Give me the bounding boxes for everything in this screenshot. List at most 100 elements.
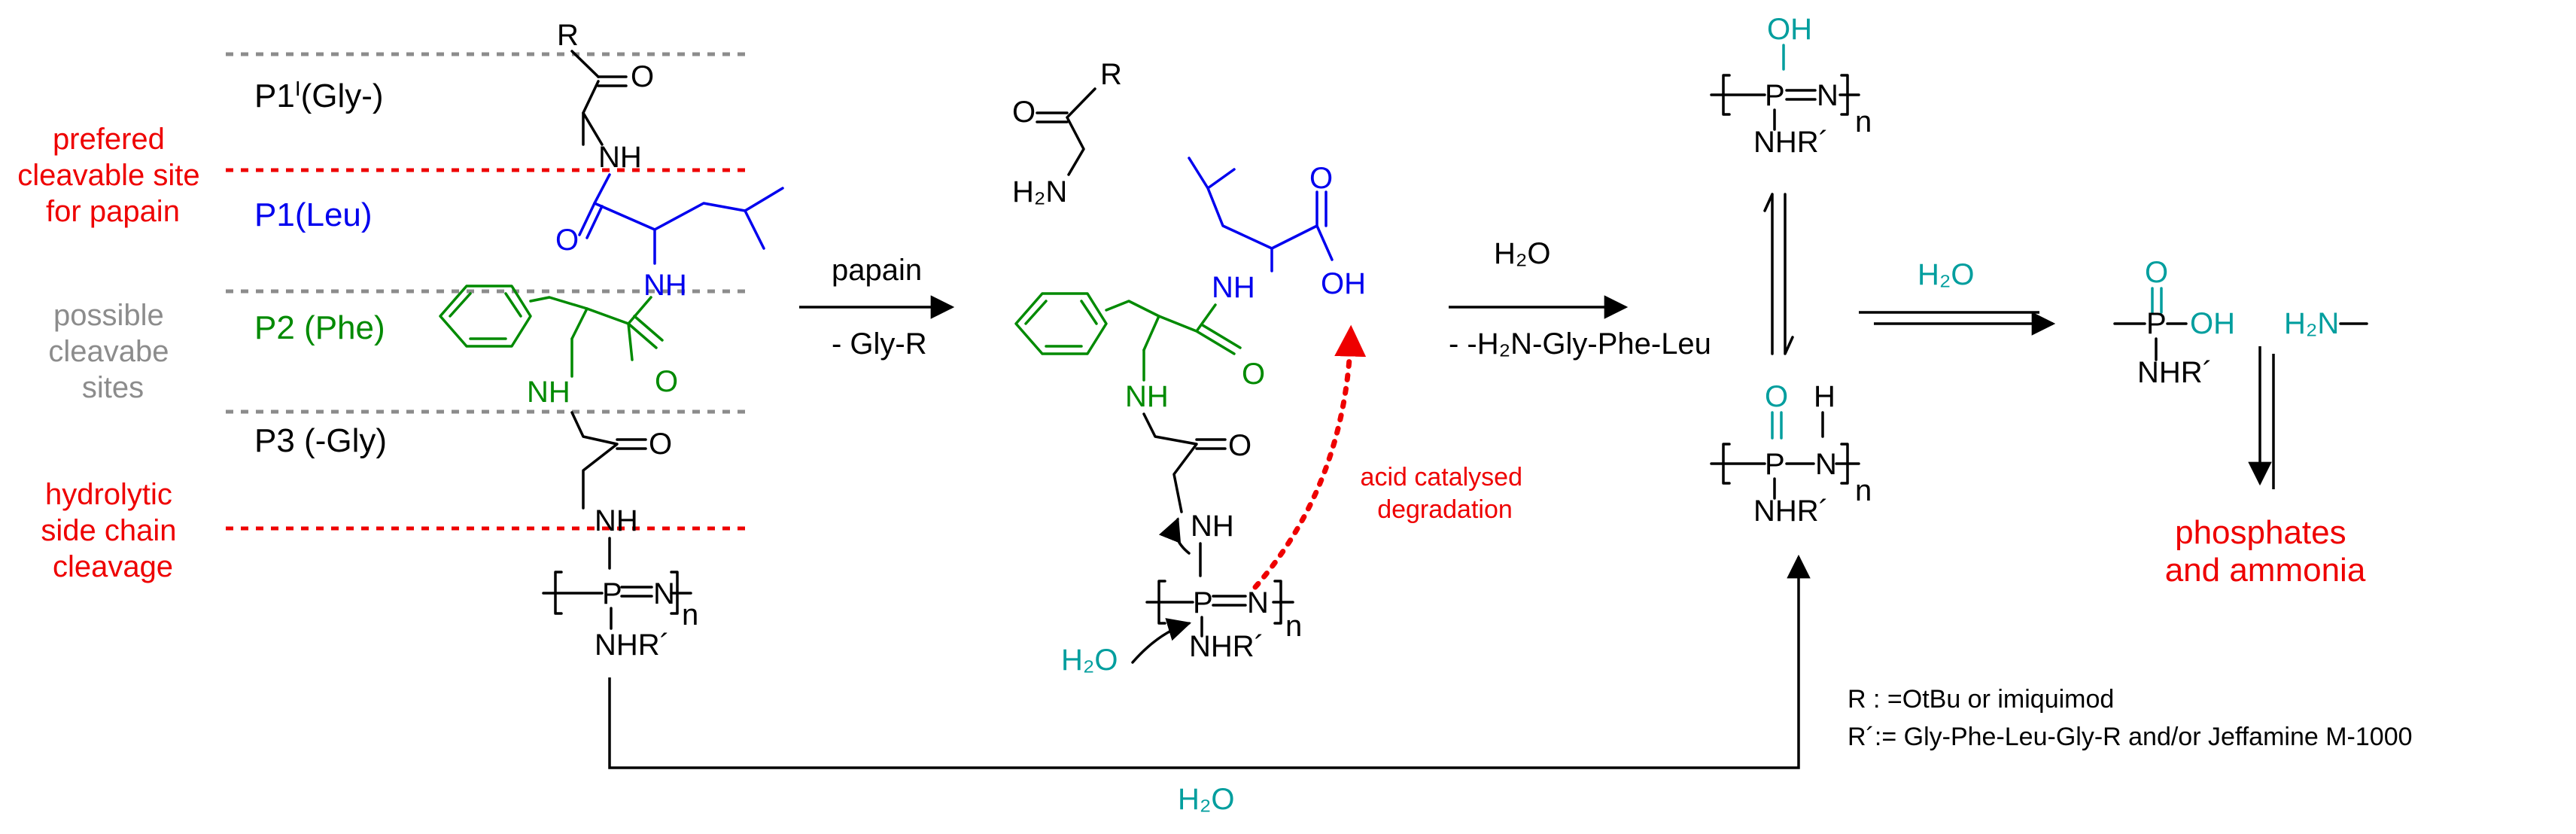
site-label-p2-phe: P2 (Phe): [254, 309, 385, 346]
label-papain: papain: [832, 254, 922, 287]
atom-o-gly2: O: [1228, 429, 1252, 462]
legend-r: R : =OtBu or imiquimod: [1848, 685, 2114, 714]
leu2-acid: [1315, 190, 1334, 261]
atom-nh-gly: NH: [595, 504, 638, 537]
site-label-p3-gly: P3 (-Gly): [254, 422, 387, 459]
phe2-ring-inner: [1024, 300, 1098, 348]
chain-bonds-3: [1710, 89, 1860, 101]
substrate-molecule: R O NH O NH O NH O NH P N: [439, 19, 784, 662]
phe-ring-inner: [449, 292, 522, 340]
bond-ch2-nh: [582, 111, 604, 146]
red-dotted-arrow-acid: [1252, 324, 1367, 590]
polyphosphazene-middle: P N NHR´ n: [1145, 580, 1302, 663]
atom-h2n-frag: H₂N: [2284, 307, 2339, 340]
subscript-n-3: n: [1855, 105, 1872, 138]
atom-n-2: N: [1247, 586, 1269, 619]
phe2-benzyl: [1105, 300, 1160, 318]
atom-p: P: [602, 577, 622, 610]
chain-bonds: [542, 586, 692, 598]
phe-benzyl: [529, 296, 588, 310]
amine-fragment: H₂N: [2284, 307, 2368, 340]
arrow-h2o-teal: H₂O: [1859, 258, 2056, 336]
label-h2o-bottom: H₂O: [1178, 783, 1235, 816]
equilibrium-up: [1763, 193, 1774, 355]
gly-spacer: [570, 411, 619, 510]
equilibrium-down: [1784, 193, 1794, 355]
arrow-to-products: [2248, 346, 2275, 489]
phosphate-fragment: O P OH NHR´: [2113, 256, 2235, 389]
arrow-papain: papain - Gly-R: [799, 254, 955, 361]
atom-o-gly: O: [649, 428, 672, 461]
atom-r: R: [557, 19, 579, 52]
atom-o-leu: O: [555, 224, 579, 257]
phe2-backbone: [1142, 303, 1242, 355]
atom-nh-phe2: NH: [1125, 380, 1169, 413]
atom-nh-p1: NH: [598, 141, 642, 174]
polyphosphazene-left: P N NHR´ n: [542, 571, 698, 662]
atom-o-taut: O: [1765, 380, 1788, 413]
products-label: phosphates and ammonia: [2165, 514, 2366, 589]
note-possible-sites: possible cleavabe sites: [48, 299, 177, 404]
chain-bonds-2: [1145, 595, 1294, 607]
atom-oh-frag: OH: [2190, 307, 2235, 340]
phe-carbonyl: [627, 315, 664, 349]
atom-nhr-prime-2: NHR´: [1189, 630, 1264, 663]
phe-backbone: [570, 296, 652, 361]
released-bonds: [1036, 87, 1096, 176]
note-papain-site: prefered cleavable site for papain: [17, 123, 208, 228]
atom-p-4: P: [1765, 448, 1785, 481]
direct-hydrolysis-arrow: [608, 554, 1811, 769]
leu-carbonyl: [578, 202, 604, 239]
label-minus-tripeptide: - -H₂N-Gly-Phe-Leu: [1449, 327, 1711, 361]
bond-po-double-frag: [2151, 287, 2163, 314]
bond-co-double: [597, 75, 628, 87]
leu-backbone: [593, 173, 784, 250]
atom-nh-leu2: NH: [1212, 271, 1255, 304]
subscript-n-4: n: [1855, 474, 1872, 507]
atom-nh-gly2: NH: [1191, 510, 1234, 543]
phe2-ring: [1014, 292, 1108, 355]
atom-p-2: P: [1193, 586, 1213, 619]
label-h2o-top: H₂O: [1494, 237, 1551, 270]
subscript-n-2: n: [1285, 610, 1302, 643]
atom-n-3: N: [1817, 79, 1838, 112]
released-gly-r: R O H₂N: [1012, 58, 1122, 208]
gly2-spacer: [1142, 412, 1198, 513]
atom-h2n-released: H₂N: [1012, 175, 1067, 208]
site-label-p1prime: P1I(Gly-): [254, 77, 384, 115]
water-attack-label: H₂O: [1061, 644, 1118, 677]
note-acid-degradation: acid catalysed degradation: [1361, 463, 1530, 524]
note-hydrolytic-cleavage: hydrolytic side chain cleavage: [41, 478, 184, 583]
legend-r-prime: R´:= Gly-Phe-Leu-Gly-R and/or Jeffamine …: [1848, 723, 2413, 751]
subscript-n: n: [682, 598, 698, 632]
equilibrium-arrows: [1763, 193, 1794, 355]
atom-nh-phe: NH: [527, 376, 570, 409]
atom-nhr-prime-3: NHR´: [1753, 126, 1829, 159]
hydroxy-phosphazene: OH P N NHR´ n: [1710, 13, 1872, 159]
atom-o-phe2: O: [1242, 358, 1265, 391]
bond-p-o-double: [1771, 411, 1783, 440]
atom-o-ester: O: [631, 60, 654, 93]
atom-o-released: O: [1012, 96, 1036, 129]
atom-nhr-prime: NHR´: [595, 629, 670, 662]
leu2-side: [1188, 157, 1318, 250]
cleavage-site-lines: [226, 52, 753, 531]
site-notes: prefered cleavable site for papain possi…: [17, 123, 208, 583]
atom-p-frag: P: [2146, 307, 2167, 340]
gly2-carbonyl: [1195, 438, 1227, 450]
atom-nhr-frag: NHR´: [2137, 356, 2213, 389]
direct-hydrolysis-path: H₂O: [608, 554, 1811, 816]
atom-o-acid: O: [1309, 162, 1333, 195]
site-labels: P1I(Gly-) P1(Leu) P2 (Phe) P3 (-Gly): [254, 77, 387, 460]
legend: R : =OtBu or imiquimod R´:= Gly-Phe-Leu-…: [1848, 685, 2413, 751]
arrow-h2o-release: H₂O - -H₂N-Gly-Phe-Leu: [1449, 237, 1711, 361]
label-h2o-teal: H₂O: [1918, 258, 1975, 291]
curved-arrow-water: [1131, 618, 1192, 664]
intermediate-molecule: O OH NH O NH O NH P N NHR´ n H₂O: [1014, 157, 1530, 677]
bond-r-c: [570, 50, 600, 78]
gly-carbonyl: [616, 438, 647, 450]
curved-arrow-nh: [1158, 517, 1191, 555]
atom-nhr-prime-4: NHR´: [1753, 495, 1829, 528]
oxo-phosphazane: O H P N NHR´ n: [1710, 380, 1872, 528]
